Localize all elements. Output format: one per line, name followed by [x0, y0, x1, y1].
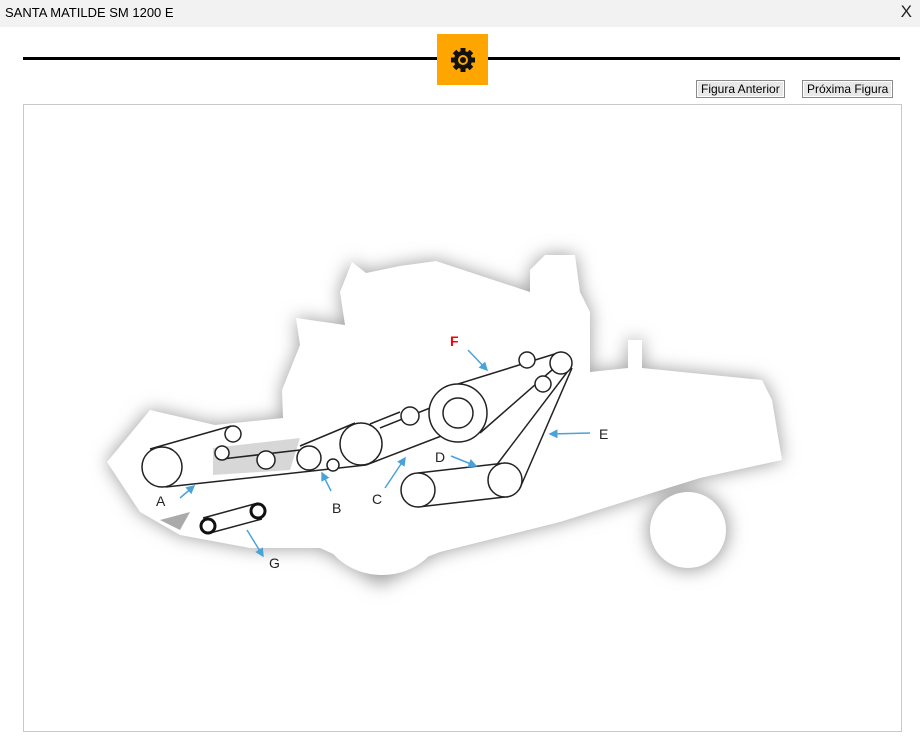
title-bar: SANTA MATILDE SM 1200 E X [0, 0, 920, 27]
arrow-icon [246, 529, 264, 558]
gear-icon [450, 47, 475, 72]
pulley [296, 445, 322, 471]
arrow-icon [179, 485, 196, 499]
label-g: G [269, 555, 280, 571]
window-title: SANTA MATILDE SM 1200 E [5, 5, 174, 20]
pulley [141, 446, 183, 488]
pulley [224, 425, 242, 443]
arrow-icon [467, 349, 489, 372]
pulley [326, 458, 340, 472]
callout-labels: A B C D E F G [156, 333, 608, 571]
pulley [534, 375, 552, 393]
pulley [400, 472, 436, 508]
pulley [442, 397, 474, 429]
arrow-icon [384, 456, 406, 489]
pulley [214, 445, 230, 461]
pulley [400, 406, 420, 426]
next-figure-button[interactable]: Próxima Figura [802, 80, 894, 98]
label-f-highlighted: F [450, 333, 459, 349]
pulley [487, 462, 523, 498]
pulley [549, 351, 573, 375]
arrow-icon [548, 429, 591, 439]
label-a: A [156, 493, 166, 509]
pulley [518, 351, 536, 369]
callout-arrows [179, 349, 591, 558]
pulleys [141, 351, 573, 508]
close-button[interactable]: X [900, 2, 912, 21]
pulley [256, 450, 276, 470]
pulley [339, 422, 383, 466]
figure-frame [23, 104, 902, 732]
label-d: D [435, 449, 445, 465]
arrow-icon [321, 471, 332, 492]
label-e: E [599, 426, 608, 442]
previous-figure-button[interactable]: Figura Anterior [696, 80, 785, 98]
label-b: B [332, 500, 341, 516]
arrow-icon [450, 455, 478, 468]
belt-g [199, 502, 267, 535]
gear-badge [437, 34, 488, 85]
label-c: C [372, 491, 382, 507]
